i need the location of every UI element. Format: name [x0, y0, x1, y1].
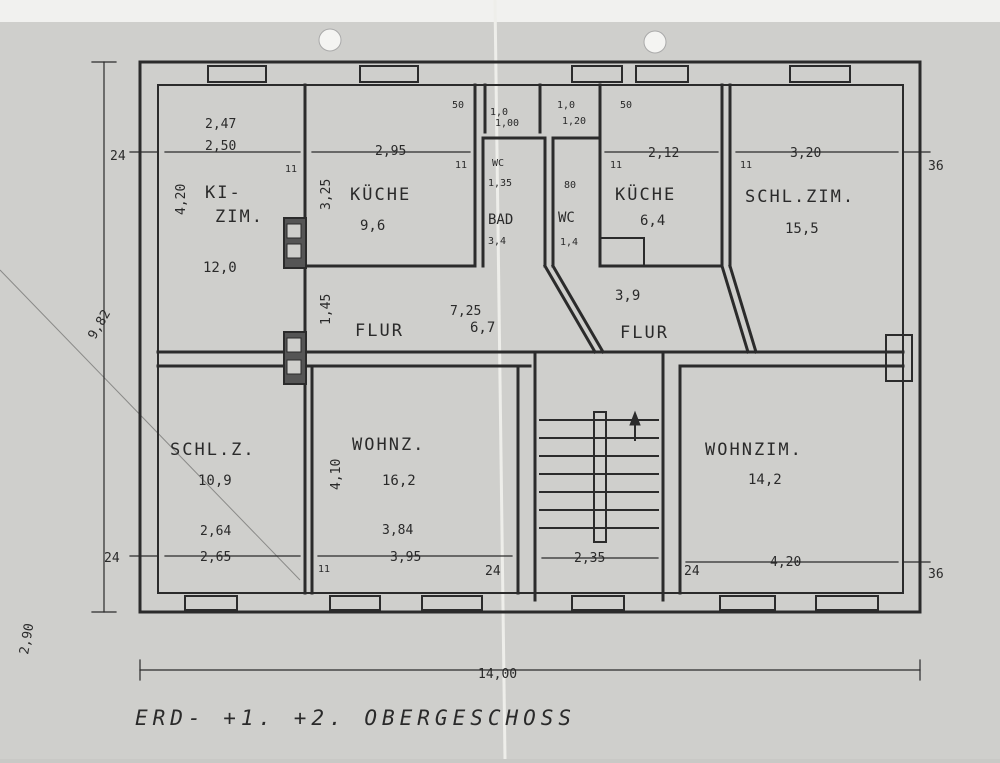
dim-wall-36-top-right: 36 — [928, 159, 944, 174]
dim-wall-11-c: 11 — [610, 160, 622, 171]
room-label-kueche-left: KÜCHE — [350, 183, 411, 205]
room-area-schlafzimmer-left: 10,9 — [198, 473, 232, 489]
stair-direction-arrow — [629, 410, 641, 426]
windows-bottom — [184, 595, 879, 611]
dim-kueche-left-depth: 3,25 — [319, 179, 334, 210]
dim-stair-width: 2,35 — [574, 551, 605, 566]
dim-flur-left-depth: 1,45 — [319, 294, 334, 325]
dim-wall-11-a: 11 — [285, 164, 297, 175]
windows-top — [207, 65, 851, 83]
room-area-flur-right: 3,9 — [615, 288, 640, 304]
dim-wohnzimmer-left-width-old: 3,84 — [382, 523, 413, 538]
dim-wohnzimmer-left-depth: 4,10 — [329, 459, 344, 490]
room-label-wohnzimmer-right: WOHNZIM. — [705, 440, 803, 460]
room-area-kueche-right: 6,4 — [640, 213, 665, 229]
drawing-title: ERD- +1. +2. OBERGESCHOSS — [135, 706, 576, 730]
punch-hole-right — [643, 30, 667, 54]
room-area-kinderzimmer: 12,0 — [203, 260, 237, 276]
room-area-wohnzimmer-left: 16,2 — [382, 473, 416, 489]
side-note: 2,90 — [17, 622, 37, 655]
stove-right-kitchen — [599, 237, 645, 267]
room-area-wohnzimmer-right: 14,2 — [748, 472, 782, 488]
chimney-lower-flue-2 — [286, 359, 302, 375]
room-area-schlafzimmer-right: 15,5 — [785, 221, 819, 237]
dim-wall-36-bottom-right: 36 — [928, 567, 944, 582]
room-label-schlafzimmer-left: SCHL.Z. — [170, 440, 256, 460]
chimney-right — [885, 334, 913, 382]
room-label-kueche-right: KÜCHE — [615, 183, 676, 205]
room-label-wohnzimmer-left: WOHNZ. — [352, 435, 425, 455]
room-label-flur-right: FLUR — [620, 323, 669, 343]
dim-wall-24-bottom-left: 24 — [104, 551, 120, 566]
room-label-bad: BAD — [488, 212, 513, 228]
room-label-kinderzimmer-2: ZIM. — [215, 207, 264, 227]
dim-50-right: 50 — [620, 100, 632, 111]
dim-bad-sub: 1,00 — [495, 118, 519, 129]
chimney-upper-flue — [286, 223, 302, 239]
room-area-flur-left: 6,7 — [470, 320, 495, 336]
room-area-wc-left: 1,35 — [488, 178, 512, 189]
dim-total-width: 14,00 — [478, 667, 517, 682]
room-label-wc-left: WC — [492, 158, 504, 169]
dim-kinderzimmer-width-old: 2,47 — [205, 117, 236, 132]
dim-wall-11-e: 11 — [318, 564, 330, 575]
outer-wall-inner — [157, 84, 904, 594]
dim-schlafzimmer-left-width: 2,65 — [200, 550, 231, 565]
paper-fold-line — [493, 0, 507, 760]
dim-kueche-left-width: 2,95 — [375, 144, 406, 159]
dim-wc-right-sub: 1,20 — [562, 116, 586, 127]
chimney-lower-flue — [286, 337, 302, 353]
interior-walls — [156, 83, 905, 602]
room-area-kueche-left: 9,6 — [360, 218, 385, 234]
dim-flur-left: 7,25 — [450, 304, 481, 319]
dim-wc-right-width: 80 — [564, 180, 576, 191]
dim-kinderzimmer-width: 2,50 — [205, 139, 236, 154]
dim-schlafzimmer-right-width: 3,20 — [790, 146, 821, 161]
outer-wall-outer — [138, 60, 922, 614]
room-label-flur-left: FLUR — [355, 321, 404, 341]
dim-kinderzimmer-depth: 4,20 — [174, 184, 189, 215]
dim-kueche-right-width: 2,12 — [648, 146, 679, 161]
dim-wall-24-top-left: 24 — [110, 149, 126, 164]
paper-crease — [0, 269, 301, 581]
paper-top-margin — [0, 0, 1000, 22]
dim-schlafzimmer-left-width-old: 2,64 — [200, 524, 231, 539]
dim-wohnzimmer-right-width: 4,20 — [770, 555, 801, 570]
dim-50-left: 50 — [452, 100, 464, 111]
dim-wohnzimmer-left-width: 3,95 — [390, 550, 421, 565]
dim-wall-24-bottom-mid: 24 — [684, 564, 700, 579]
room-area-wc-right: 1,4 — [560, 237, 578, 248]
room-label-kinderzimmer-1: KI- — [205, 183, 242, 203]
dimension-lines — [91, 61, 931, 681]
room-area-bad: 3,4 — [488, 236, 506, 247]
dim-wc-right-width-top: 1,0 — [557, 100, 575, 111]
room-label-schlafzimmer-right: SCHL.ZIM. — [745, 187, 855, 207]
punch-hole-left — [318, 28, 342, 52]
dim-bad-width: 1,0 — [490, 107, 508, 118]
room-label-wc-right: WC — [558, 210, 575, 226]
dim-wall-11-d: 11 — [740, 160, 752, 171]
chimney-upper-flue-2 — [286, 243, 302, 259]
dim-wall-11-b: 11 — [455, 160, 467, 171]
dim-wall-24-bottom-center: 24 — [485, 564, 501, 579]
